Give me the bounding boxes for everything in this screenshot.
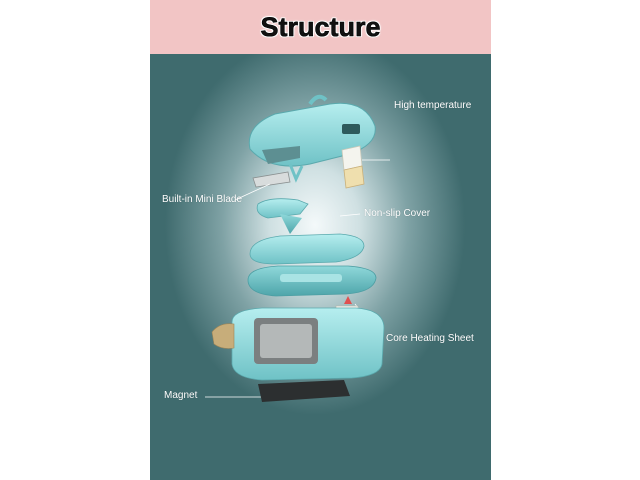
page-title: Structure xyxy=(260,11,381,42)
structure-panel: Structure xyxy=(150,0,491,480)
label-non-slip-cover: Non-slip Cover xyxy=(364,208,431,219)
clip-piece xyxy=(256,198,309,234)
exploded-device-illustration xyxy=(205,94,390,402)
label-mini-blade: Built-in Mini Blade xyxy=(162,194,243,205)
middle-plate xyxy=(247,265,377,297)
high-temperature-block xyxy=(341,145,365,189)
bottom-housing xyxy=(211,307,385,381)
mini-blade xyxy=(252,171,291,188)
label-core-heating-sheet: Core Heating Sheet xyxy=(386,333,474,344)
magnet-base xyxy=(258,380,350,402)
non-slip-cover xyxy=(249,233,365,265)
label-magnet: Magnet xyxy=(164,390,198,401)
label-high-temperature: High temperature xyxy=(394,100,472,111)
header-banner: Structure xyxy=(150,0,491,54)
